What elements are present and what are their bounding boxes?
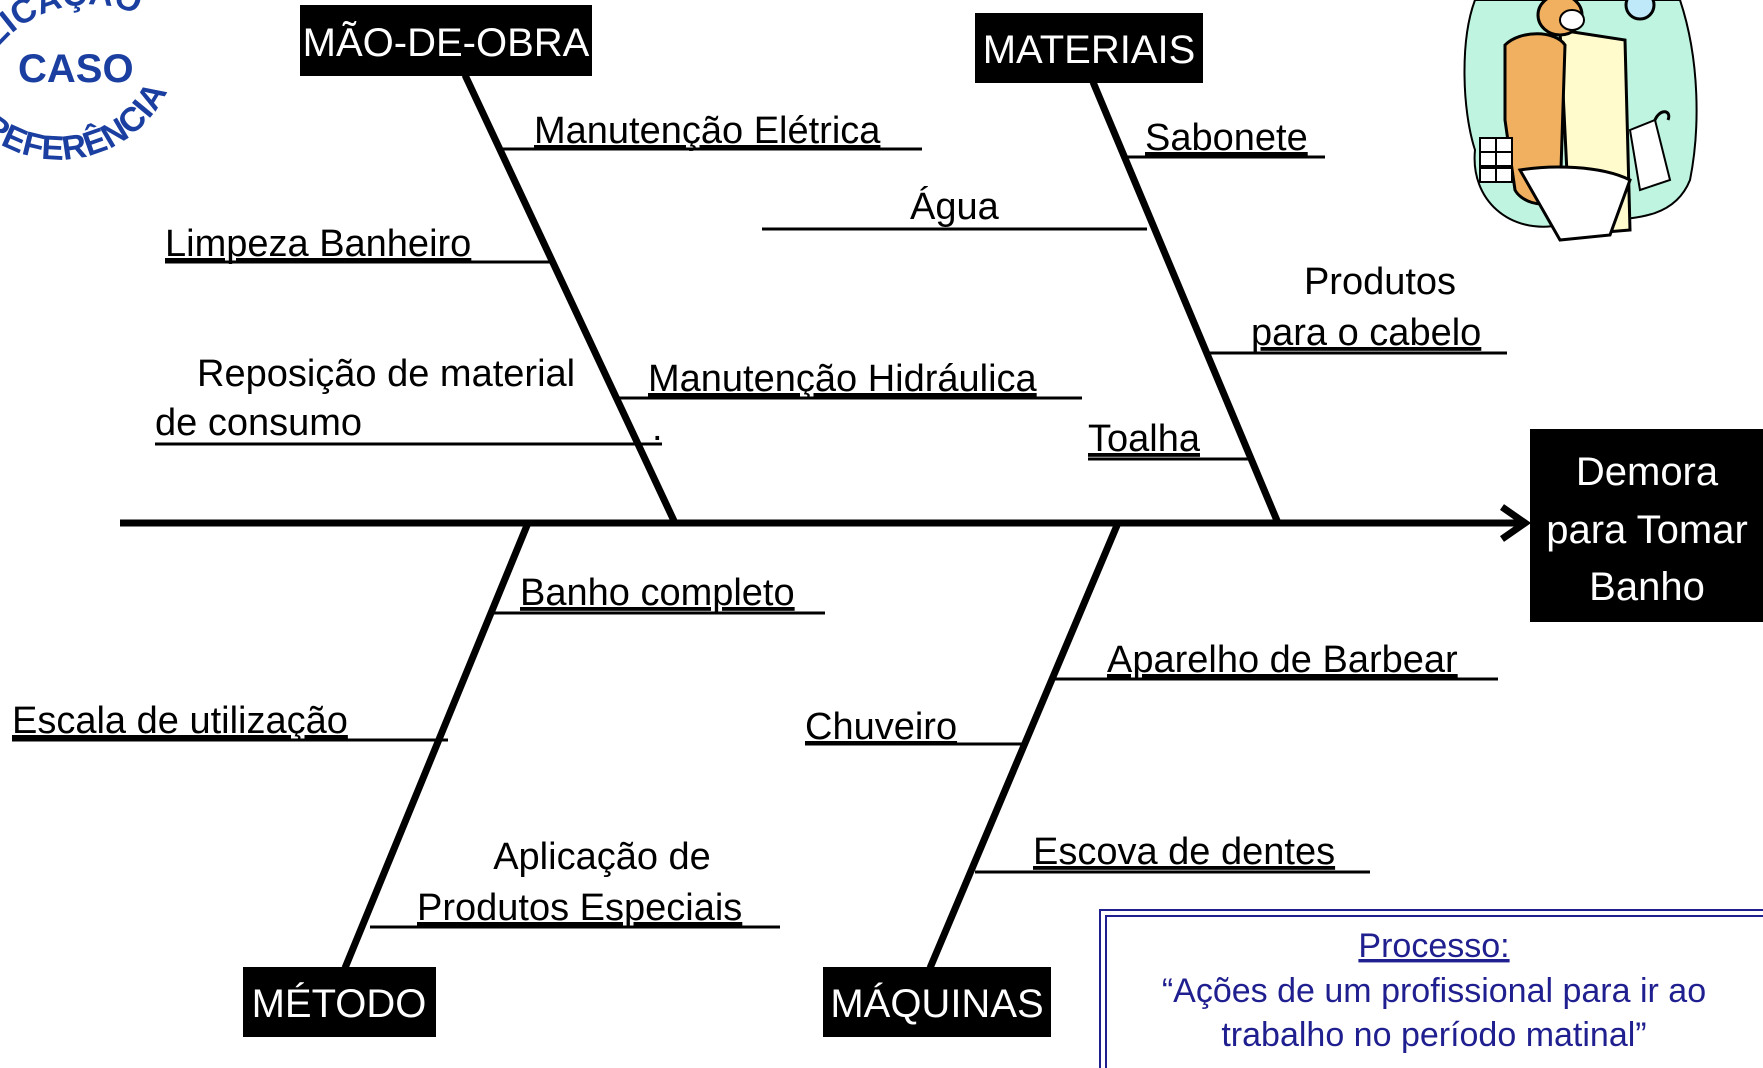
cause-aplicacao-line-2: Produtos Especiais [417, 887, 742, 929]
category-maquinas: MÁQUINAS [823, 967, 1051, 1037]
process-line-2: trabalho no período matinal” [1221, 1016, 1646, 1054]
cause-produtos-line-1: Produtos [1304, 261, 1456, 303]
category-metodo: MÉTODO [243, 967, 436, 1037]
cause-hidraulica-dot: . [652, 407, 663, 449]
process-box: Processo: “Ações de um profissional para… [1099, 909, 1763, 1068]
cause-escala-utilizacao: Escala de utilização [12, 700, 348, 742]
cause-agua: Água [910, 185, 1000, 228]
cause-reposicao-line-2: de consumo [155, 402, 362, 444]
spine-arrow [120, 504, 1532, 542]
process-title: Processo: [1358, 927, 1509, 965]
category-materiais: MATERIAIS [975, 13, 1203, 83]
bone-maquinas [805, 521, 1498, 970]
effect-line-1: Demora [1576, 450, 1719, 494]
cause-manutencao-eletrica: Manutenção Elétrica [534, 110, 881, 152]
cause-banho-completo: Banho completo [520, 572, 795, 614]
cause-produtos-line-2: para o cabelo [1251, 312, 1481, 354]
cause-limpeza-banheiro: Limpeza Banheiro [165, 223, 471, 265]
cause-manutencao-hidraulica: Manutenção Hidráulica [648, 358, 1038, 400]
cause-aplicacao-line-1: Aplicação de [493, 836, 711, 878]
bone-materiais [762, 80, 1507, 525]
category-materiais-label: MATERIAIS [983, 28, 1196, 72]
cause-reposicao-line-1: Reposição de material [197, 353, 575, 395]
category-mao-de-obra: MÃO-DE-OBRA [300, 5, 592, 76]
cause-sabonete: Sabonete [1145, 117, 1308, 159]
category-metodo-label: MÉTODO [252, 981, 427, 1026]
cause-chuveiro: Chuveiro [805, 706, 957, 748]
cause-escova-dentes: Escova de dentes [1033, 831, 1335, 873]
effect-box: Demora para Tomar Banho [1530, 429, 1763, 622]
bone-mao-de-obra [155, 73, 1082, 525]
category-mao-de-obra-label: MÃO-DE-OBRA [303, 20, 590, 65]
cause-toalha: Toalha [1088, 418, 1201, 460]
effect-line-3: Banho [1589, 565, 1705, 609]
cause-aparelho-barbear: Aparelho de Barbear [1107, 639, 1458, 681]
man-shaving-clipart-icon [1463, 0, 1698, 242]
effect-line-2: para Tomar [1546, 508, 1748, 552]
bone-metodo [12, 521, 825, 970]
process-line-1: “Ações de um profissional para ir ao [1162, 972, 1706, 1010]
stamp-middle-text: CASO [18, 47, 134, 91]
stamp-icon: APLICAÇÃO CASO REFERÊNCIA [0, 0, 175, 168]
category-maquinas-label: MÁQUINAS [830, 981, 1043, 1026]
